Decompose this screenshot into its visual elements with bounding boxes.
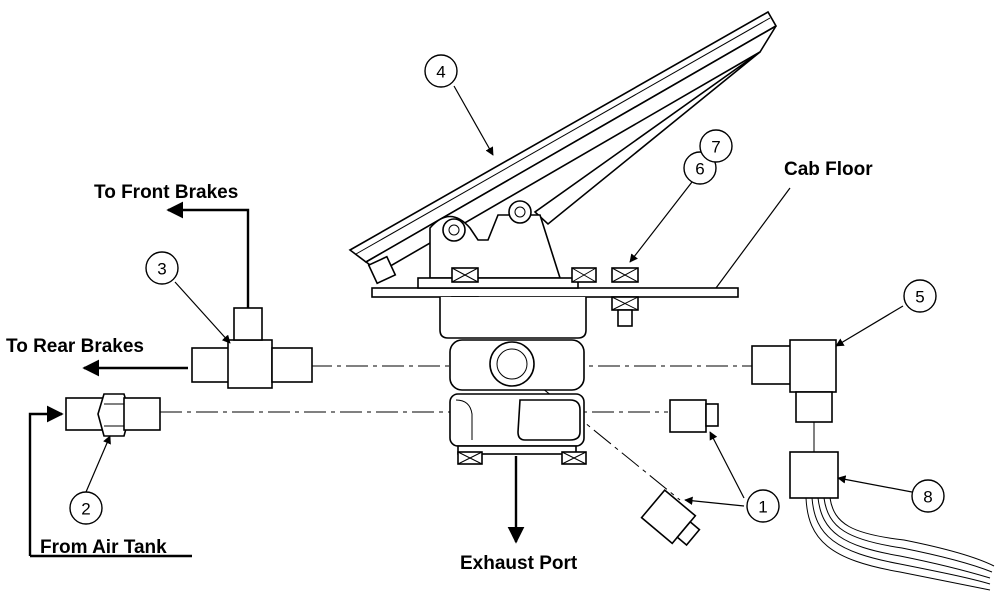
inline-connector (65, 393, 161, 437)
brake-valve-body (439, 297, 587, 465)
svg-text:4: 4 (436, 63, 445, 82)
callout-4: 4 (424, 54, 458, 88)
angled-fitting (640, 488, 701, 547)
svg-text:8: 8 (923, 488, 932, 507)
callout-2: 2 (69, 491, 103, 525)
from-air-tank-arrow (28, 405, 64, 556)
valve-lower-port (517, 399, 581, 441)
callout-7: 7 (699, 129, 733, 163)
side-fitting (669, 399, 719, 433)
to-front-brakes-arrow (166, 201, 250, 308)
svg-text:6: 6 (695, 160, 704, 179)
valve-upper-port (489, 341, 535, 387)
cab-floor-label: Cab Floor (784, 159, 873, 180)
from-air-tank-label: From Air Tank (40, 537, 167, 558)
elbow-fitting (751, 339, 837, 452)
svg-text:3: 3 (157, 260, 166, 279)
callout-3: 3 (145, 251, 179, 285)
pedal-hinge-bracket (429, 200, 562, 279)
exhaust-port-label: Exhaust Port (460, 553, 578, 574)
cab-floor-leader (715, 187, 791, 289)
svg-text:2: 2 (81, 500, 90, 519)
svg-text:5: 5 (915, 288, 924, 307)
callout-1: 1 (746, 489, 780, 523)
callout-8: 8 (911, 479, 945, 513)
brake-pedal (348, 10, 778, 285)
callout-leaders (85, 85, 913, 507)
to-rear-brakes-label: To Rear Brakes (6, 336, 144, 357)
svg-text:7: 7 (711, 138, 720, 157)
callout-5: 5 (903, 279, 937, 313)
tee-fitting (191, 307, 313, 389)
to-front-brakes-label: To Front Brakes (94, 182, 238, 203)
stop-light-switch (789, 451, 995, 591)
svg-text:1: 1 (758, 498, 767, 517)
